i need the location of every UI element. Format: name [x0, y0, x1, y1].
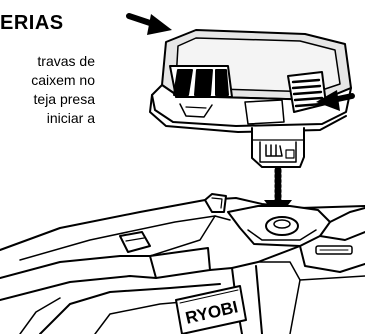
push-arrow-right	[316, 90, 355, 111]
tool-body-drawing	[0, 193, 365, 334]
instruction-line-1: travas de	[37, 53, 95, 69]
instruction-line-3: teja presa	[33, 91, 95, 107]
instruction-paragraph: travas de caixem no teja presa iniciar a	[0, 52, 95, 128]
section-heading: ERIAS	[0, 12, 64, 34]
instruction-line-4: iniciar a	[46, 110, 95, 126]
push-arrow-top-left	[126, 13, 172, 35]
instruction-line-2: caixem no	[31, 72, 95, 88]
battery-pack-drawing	[149, 29, 352, 168]
